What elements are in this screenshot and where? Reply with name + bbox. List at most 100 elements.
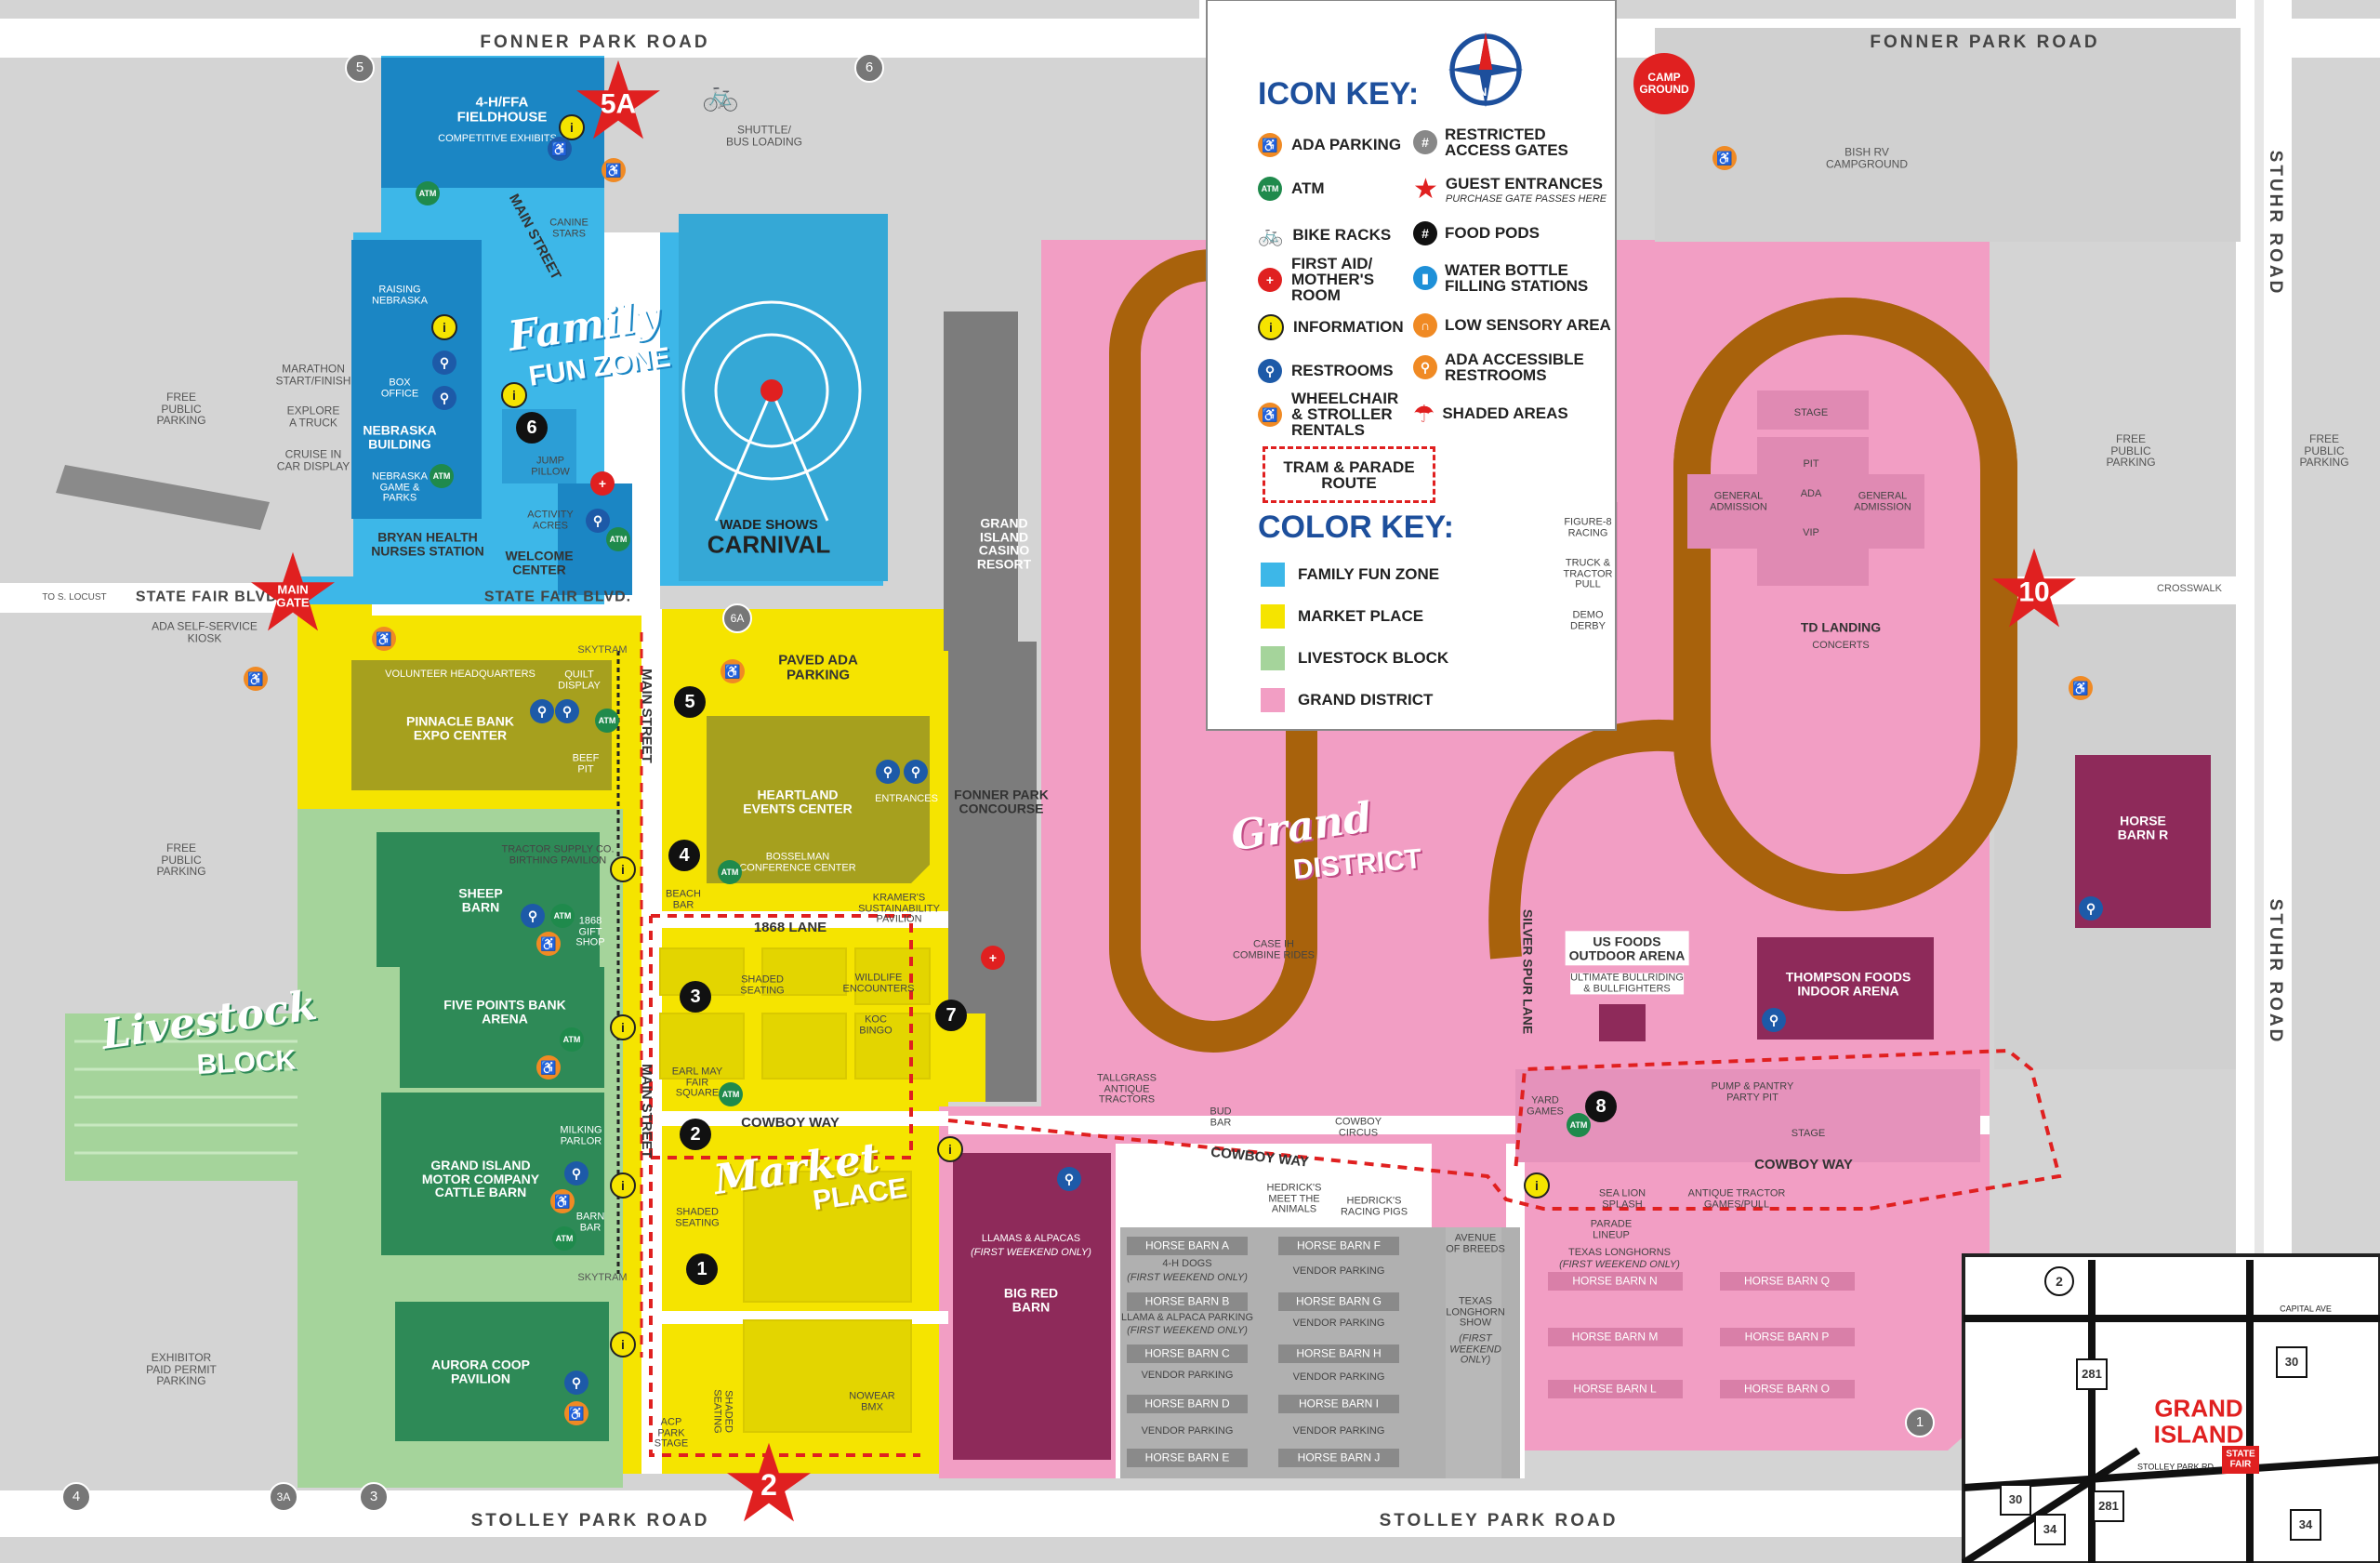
entrance-2-star-icon[interactable] — [727, 1441, 811, 1525]
food-pod-7-icon[interactable]: 7 — [935, 1000, 967, 1031]
entrance-10-star-icon[interactable] — [1992, 547, 2076, 630]
restroom-icon[interactable]: ⚲ — [432, 351, 456, 375]
info-icon[interactable]: i — [1524, 1172, 1550, 1199]
atm-icon[interactable]: ATM — [606, 527, 630, 551]
pinnacle-bldg — [351, 660, 612, 790]
restroom-icon[interactable]: ⚲ — [2079, 896, 2103, 921]
sea-lion-label: SEA LION SPLASH — [1598, 1187, 1646, 1210]
restroom-icon[interactable]: ⚲ — [876, 760, 900, 784]
heartland-label: HEARTLAND EVENTS CENTER — [743, 787, 853, 815]
atm-icon[interactable]: ATM — [430, 464, 454, 488]
restroom-icon[interactable]: ⚲ — [1762, 1008, 1786, 1032]
fonner-concourse-label: FONNER PARK CONCOURSE — [954, 787, 1049, 815]
food-pod-2-icon[interactable]: 2 — [680, 1119, 711, 1150]
left-track — [1109, 249, 1317, 1053]
big-red-barn-bldg — [953, 1153, 1111, 1460]
info-icon[interactable]: i — [610, 1172, 636, 1199]
restroom-icon[interactable]: ⚲ — [586, 509, 610, 533]
restroom-icon[interactable]: ⚲ — [530, 699, 554, 723]
restroom-icon[interactable]: ⚲ — [1057, 1167, 1081, 1191]
food-pod-3-icon[interactable]: 3 — [680, 981, 711, 1013]
atm-icon[interactable]: ATM — [595, 709, 619, 733]
horse-barn-m-label: HORSE BARN M — [1571, 1330, 1659, 1344]
lane-1868-label: 1868 LANE — [753, 920, 827, 936]
gate-4-icon[interactable]: 4 — [61, 1482, 91, 1512]
color-key-livestock: LIVESTOCK BLOCK — [1261, 646, 1448, 670]
info-icon[interactable]: i — [431, 314, 457, 340]
atm-icon[interactable]: ATM — [552, 1226, 576, 1251]
restroom-icon[interactable]: ⚲ — [555, 699, 579, 723]
ada-box-label: ADA — [1800, 488, 1822, 500]
ada-restroom-icon[interactable]: ♿ — [602, 158, 626, 182]
atm-icon[interactable]: ATM — [719, 1082, 743, 1106]
ada-restroom-icon[interactable]: ♿ — [550, 1189, 575, 1213]
ada-restroom-icon: ⚲ — [1413, 355, 1437, 379]
atm-icon[interactable]: ATM — [550, 904, 575, 928]
milking-parlor-label: MILKING PARLOR — [560, 1124, 602, 1146]
ada-restroom-icon[interactable]: ♿ — [536, 1055, 561, 1080]
key-low-sensory: ∩ LOW SENSORY AREA — [1413, 313, 1611, 338]
td-stage-label: STAGE — [1793, 407, 1829, 419]
tallgrass-label: TALLGRASS ANTIQUE TRACTORS — [1097, 1072, 1157, 1106]
horse-barn-n-label: HORSE BARN N — [1572, 1274, 1658, 1288]
pinnacle-label: PINNACLE BANK EXPO CENTER — [406, 713, 514, 742]
restroom-icon[interactable]: ⚲ — [432, 386, 456, 410]
gate-1-icon[interactable]: 1 — [1905, 1408, 1935, 1437]
ada-parking-icon[interactable]: ♿ — [1712, 146, 1737, 170]
restroom-icon[interactable]: ⚲ — [564, 1371, 588, 1395]
first-aid-icon[interactable]: + — [981, 946, 1005, 970]
key-first-aid: + FIRST AID/ MOTHER'S ROOM — [1258, 256, 1374, 303]
food-pod-5-icon[interactable]: 5 — [674, 686, 706, 718]
gate-3-icon[interactable]: 3 — [359, 1482, 389, 1512]
first-aid-icon: + — [1258, 267, 1282, 292]
horse-barn-q-label: HORSE BARN Q — [1743, 1274, 1831, 1288]
atm-icon[interactable]: ATM — [718, 860, 742, 884]
ada-parking-icon[interactable]: ♿ — [372, 627, 396, 651]
cowboy-way-label-east: COWBOY WAY — [1754, 1157, 1853, 1173]
restroom-icon[interactable]: ⚲ — [904, 760, 928, 784]
key-food-pods: # FOOD PODS — [1413, 221, 1540, 245]
shaded-seating-1-label: SHADED SEATING — [740, 974, 785, 996]
longhorn-show-label: TEXAS LONGHORN SHOW — [1446, 1295, 1505, 1329]
ada-restroom-icon[interactable]: ♿ — [536, 932, 561, 956]
info-icon[interactable]: i — [501, 382, 527, 408]
food-pod-6-icon[interactable]: 6 — [516, 412, 548, 444]
restroom-icon[interactable]: ⚲ — [564, 1161, 588, 1185]
entrance-5a-star-icon[interactable] — [576, 59, 660, 142]
info-icon[interactable]: i — [610, 856, 636, 882]
gate-5-icon[interactable]: 5 — [345, 53, 375, 83]
ada-restroom-icon[interactable]: ♿ — [564, 1401, 588, 1425]
gate-6-icon[interactable]: 6 — [854, 53, 884, 83]
figure8-label: FIGURE-8 RACING — [1564, 516, 1612, 538]
info-icon[interactable]: i — [559, 114, 585, 140]
info-icon[interactable]: i — [610, 1331, 636, 1358]
main-street-south-label: MAIN STREET — [638, 1064, 654, 1159]
atm-icon[interactable]: ATM — [560, 1027, 584, 1052]
restroom-icon[interactable]: ⚲ — [521, 904, 545, 928]
food-pod-1-icon[interactable]: 1 — [686, 1253, 718, 1285]
horse-barn-g-sub: VENDOR PARKING — [1292, 1318, 1385, 1330]
gate-6a-icon[interactable]: 6A — [722, 603, 752, 633]
main-gate-star-icon[interactable] — [251, 550, 335, 634]
first-aid-icon[interactable]: + — [590, 471, 615, 496]
restroom-icon[interactable]: ♿ — [548, 137, 572, 161]
restroom-icon: ⚲ — [1258, 359, 1282, 383]
inset-route-281-icon: 281 — [2076, 1358, 2108, 1390]
gate-3a-icon[interactable]: 3A — [269, 1482, 298, 1512]
stage-2-label: STAGE — [1791, 1128, 1826, 1140]
koc-bingo-label: KOC BINGO — [859, 1013, 892, 1036]
key-ada-parking: ♿ ADA PARKING — [1258, 133, 1401, 157]
horse-barn-f-label: HORSE BARN F — [1296, 1238, 1382, 1252]
atm-icon[interactable]: ATM — [1567, 1113, 1591, 1137]
ada-parking-icon[interactable]: ♿ — [721, 659, 745, 683]
ferris-wheel — [681, 300, 862, 522]
td-concerts-label: CONCERTS — [1812, 640, 1870, 652]
ada-parking-icon[interactable]: ♿ — [244, 667, 268, 691]
food-pod-8-icon[interactable]: 8 — [1585, 1091, 1617, 1122]
info-icon[interactable]: i — [937, 1136, 963, 1162]
cruise-in-label: CRUISE IN CAR DISPLAY — [276, 447, 350, 472]
food-pod-4-icon[interactable]: 4 — [668, 840, 700, 871]
info-icon[interactable]: i — [610, 1014, 636, 1040]
ada-parking-icon[interactable]: ♿ — [2069, 676, 2093, 700]
atm-icon[interactable]: ATM — [416, 181, 440, 205]
